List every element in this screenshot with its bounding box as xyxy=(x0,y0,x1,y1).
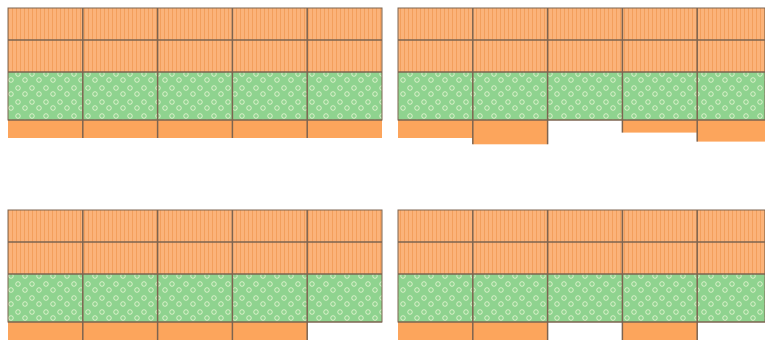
bottom-segment-4 xyxy=(622,322,697,340)
bottom-segment-5 xyxy=(307,120,382,138)
orange-row-middle xyxy=(8,242,382,274)
bottom-segment-3 xyxy=(158,322,233,340)
orange-row-middle xyxy=(398,242,765,274)
orange-row-top xyxy=(8,8,382,40)
green-layer xyxy=(398,72,765,120)
bottom-segment-1 xyxy=(398,322,473,340)
bottom-segment-2 xyxy=(83,120,158,138)
orange-row-top xyxy=(398,8,765,40)
bottom-segment-2 xyxy=(83,322,158,340)
bottom-segment-2 xyxy=(473,322,548,340)
orange-row-middle xyxy=(398,40,765,72)
panel-top-left xyxy=(8,8,382,138)
bottom-segment-1 xyxy=(8,322,83,340)
orange-row-top xyxy=(398,210,765,242)
bottom-segment-4 xyxy=(232,120,307,138)
green-layer xyxy=(8,274,382,322)
green-layer xyxy=(398,274,765,322)
panel-bottom-right xyxy=(398,210,765,340)
green-layer xyxy=(8,72,382,120)
orange-row-middle xyxy=(8,40,382,72)
panel-bottom-left xyxy=(8,210,382,340)
bottom-segment-1 xyxy=(398,120,473,138)
bottom-segment-4 xyxy=(622,120,697,133)
bottom-segment-3 xyxy=(158,120,233,138)
bottom-segment-5 xyxy=(697,120,765,142)
bottom-segment-1 xyxy=(8,120,83,138)
bottom-segment-2 xyxy=(473,120,548,144)
bottom-segment-4 xyxy=(232,322,307,340)
orange-row-top xyxy=(8,210,382,242)
panel-top-right xyxy=(398,8,765,144)
